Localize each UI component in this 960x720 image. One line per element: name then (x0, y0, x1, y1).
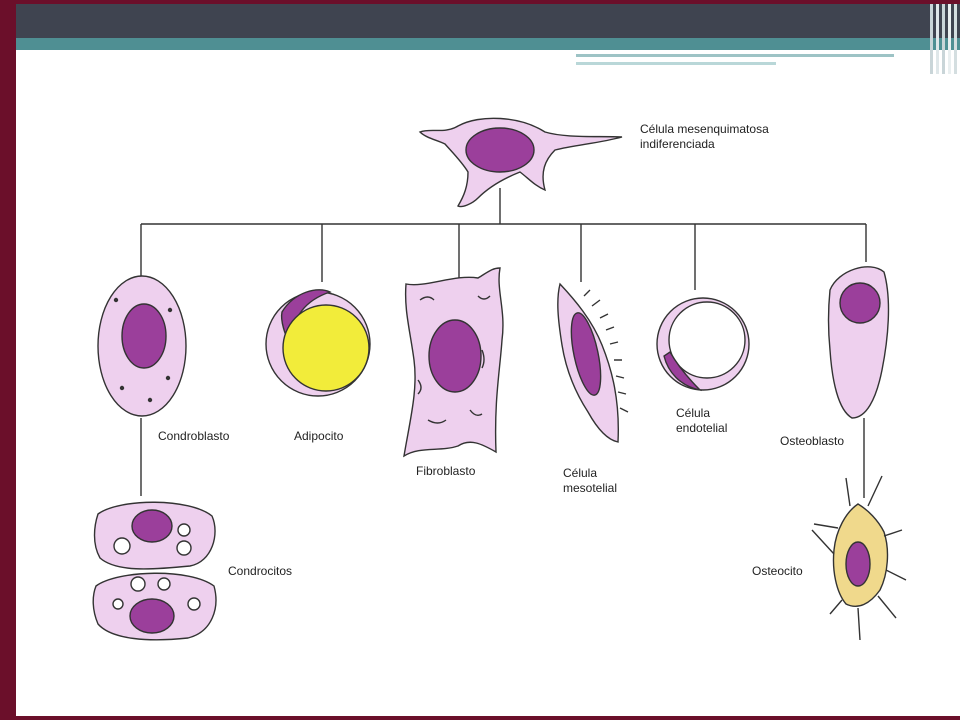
header-accent-bar (16, 38, 960, 50)
label-mesenchymal-line1: Célula mesenquimatosa (640, 122, 769, 136)
label-mesothelial-line1: Célula (563, 466, 598, 480)
label-endothelial-line2: endotelial (676, 421, 728, 435)
fibroblast-cell (403, 267, 504, 458)
mesothelial-cell (557, 282, 629, 443)
cell-differentiation-diagram (92, 117, 907, 641)
osteocyte-cell (811, 475, 907, 641)
label-osteoblast: Osteoblasto (780, 434, 845, 448)
chondroblast-cell (97, 275, 187, 417)
label-fibroblast: Fibroblasto (416, 464, 476, 478)
label-mesenchymal-line2: indiferenciada (640, 137, 715, 151)
adipocyte-cell (265, 289, 371, 397)
label-adipocyte: Adipocito (294, 429, 344, 443)
mesenchymal-cell (418, 117, 623, 208)
label-endothelial-line1: Célula (676, 406, 711, 420)
header-accent-line-short (576, 62, 776, 65)
header-bar (16, 4, 960, 38)
header-accent-line (576, 54, 894, 57)
chondrocytes-cells (92, 501, 217, 641)
osteoblast-cell (827, 266, 890, 419)
header-stripes (930, 4, 957, 74)
slide: Célula mesenquimatosa indiferenciada Con… (16, 4, 960, 716)
label-chondroblast: Condroblasto (158, 429, 230, 443)
label-osteocyte: Osteocito (752, 564, 803, 578)
label-chondrocytes: Condrocitos (228, 564, 293, 578)
endothelial-cell (656, 297, 750, 392)
label-mesothelial-line2: mesotelial (563, 481, 618, 495)
